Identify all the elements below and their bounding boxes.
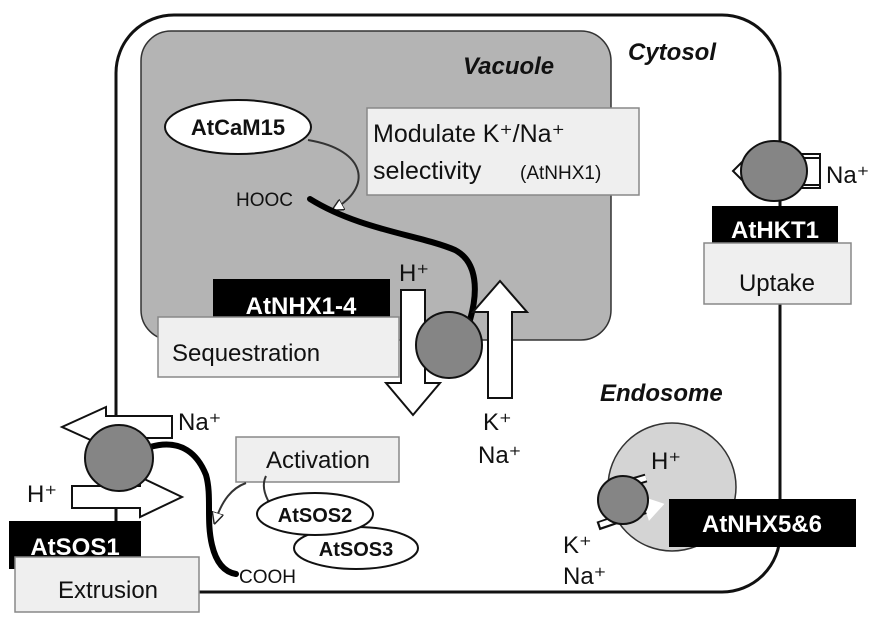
atcam15-label: AtCaM15	[191, 115, 285, 140]
camodulin-binding-arrow	[307, 139, 360, 209]
sos1-sodium-label: Na⁺	[178, 409, 221, 436]
sos1-proton-label: H⁺	[27, 481, 57, 508]
modulate-line-2: selectivity	[373, 157, 482, 185]
sos1-c-terminus-label: COOH	[239, 567, 296, 588]
hkt1-sodium-label: Na⁺	[826, 162, 869, 189]
nhx-proton-label: H⁺	[399, 260, 429, 287]
nhx-c-terminal-tail	[307, 196, 478, 323]
sequestration-box	[157, 316, 400, 378]
athkt1-label: AtHKT1	[731, 217, 819, 244]
atsos2-ellipse	[256, 492, 374, 536]
atsos2-label: AtSOS2	[278, 505, 352, 527]
modulate-paren: (AtNHX1)	[520, 163, 601, 184]
proton-efflux-arrow	[383, 289, 443, 417]
modulate-line-1: Modulate K⁺/Na⁺	[373, 120, 565, 148]
atnhx5-6-label-bg	[669, 499, 856, 547]
nhx-sodium-label: Na⁺	[478, 442, 521, 469]
atnhx5-6-transporter	[597, 475, 649, 525]
uptake-label: Uptake	[739, 270, 815, 297]
atnhx5-6-label: AtNHX5&6	[702, 511, 822, 538]
atcam15-ellipse	[164, 99, 312, 155]
endosome-label: Endosome	[600, 380, 723, 407]
endosome-proton-label: H⁺	[651, 448, 681, 475]
atnhx1-4-label: AtNHX1-4	[246, 293, 357, 320]
modulate-selectivity-box	[366, 107, 640, 196]
activation-arrow	[215, 482, 247, 522]
cation-influx-arrow	[470, 279, 530, 399]
sos1-c-terminal-tail	[147, 441, 239, 577]
atnhx1-4-transporter	[415, 311, 483, 379]
nhx-potassium-label: K⁺	[483, 409, 512, 436]
endosome-sodium-label: Na⁺	[563, 563, 606, 590]
cytosol-label: Cytosol	[628, 39, 717, 66]
activation-box	[235, 436, 400, 483]
atsos3-label: AtSOS3	[319, 539, 393, 561]
nhx-c-terminus-label: HOOC	[236, 190, 293, 211]
sequestration-label: Sequestration	[172, 340, 320, 367]
vacuole-label: Vacuole	[463, 53, 554, 80]
extrusion-box	[14, 556, 200, 613]
extrusion-label: Extrusion	[58, 577, 158, 604]
uptake-box	[703, 242, 852, 305]
atsos1-transporter	[84, 424, 154, 492]
athkt1-transporter	[740, 140, 808, 202]
endosome-potassium-label: K⁺	[563, 532, 592, 559]
activation-label: Activation	[266, 447, 370, 474]
